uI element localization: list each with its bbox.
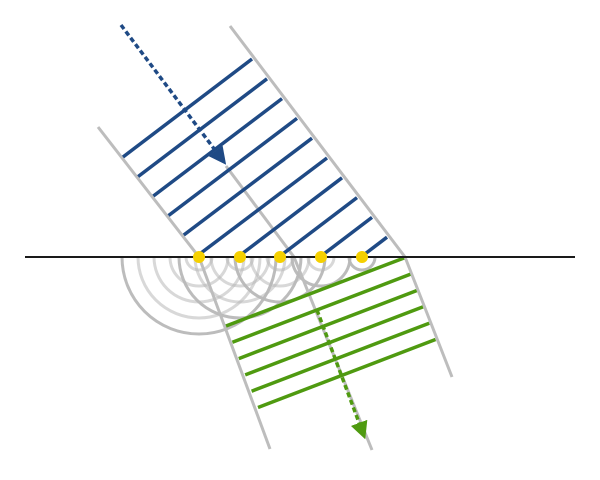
incident-wavefront xyxy=(137,77,269,178)
huygens-source-points xyxy=(193,251,368,263)
huygens-source-point xyxy=(234,251,246,263)
incident-wavefront xyxy=(152,97,284,198)
huygens-source-point xyxy=(274,251,286,263)
huygens-wavelet-arc xyxy=(193,256,287,304)
refracted-wavefronts xyxy=(225,256,437,410)
incident-wavefront xyxy=(197,156,329,256)
refracted-beam-right-edge xyxy=(403,256,454,378)
huygens-wavelet-arc xyxy=(290,256,352,288)
incident-wavefront xyxy=(182,136,314,237)
huygens-wavelet-arc xyxy=(168,256,230,288)
refracted-ray-arrow xyxy=(315,309,368,440)
refracted-wavefront xyxy=(244,305,424,377)
beam-edges xyxy=(96,25,454,451)
incident-wavefront xyxy=(167,117,299,217)
refracted-beam-left-edge xyxy=(197,256,272,450)
incident-wavefront xyxy=(277,196,359,259)
huygens-source-point xyxy=(356,251,368,263)
incident-wavefront xyxy=(318,216,374,259)
incident-wavefront xyxy=(121,57,254,159)
refracted-wavefront xyxy=(238,288,418,361)
huygens-wavelets xyxy=(120,256,377,336)
incident-wavefront xyxy=(236,176,344,259)
refracted-wavefront xyxy=(250,321,430,393)
incident-ray-center-line xyxy=(224,165,296,258)
refracted-wavefront xyxy=(231,272,411,344)
huygens-source-point xyxy=(193,251,205,263)
incident-beam-left-edge xyxy=(96,126,201,258)
incident-beam-right-edge xyxy=(228,25,407,258)
refracted-wavefront xyxy=(257,337,437,410)
refracted-wavefront xyxy=(225,256,405,328)
huygens-source-point xyxy=(315,251,327,263)
huygens-wavelet-arc xyxy=(233,256,327,304)
huygens-wavelet-arc xyxy=(209,256,271,288)
huygens-wavelet-arc xyxy=(347,256,377,272)
huygens-wavelet-arc xyxy=(249,256,311,288)
incident-ray-arrow xyxy=(119,23,227,165)
huygens-wavelet-arc xyxy=(306,256,336,272)
incident-wavefronts xyxy=(121,57,389,259)
